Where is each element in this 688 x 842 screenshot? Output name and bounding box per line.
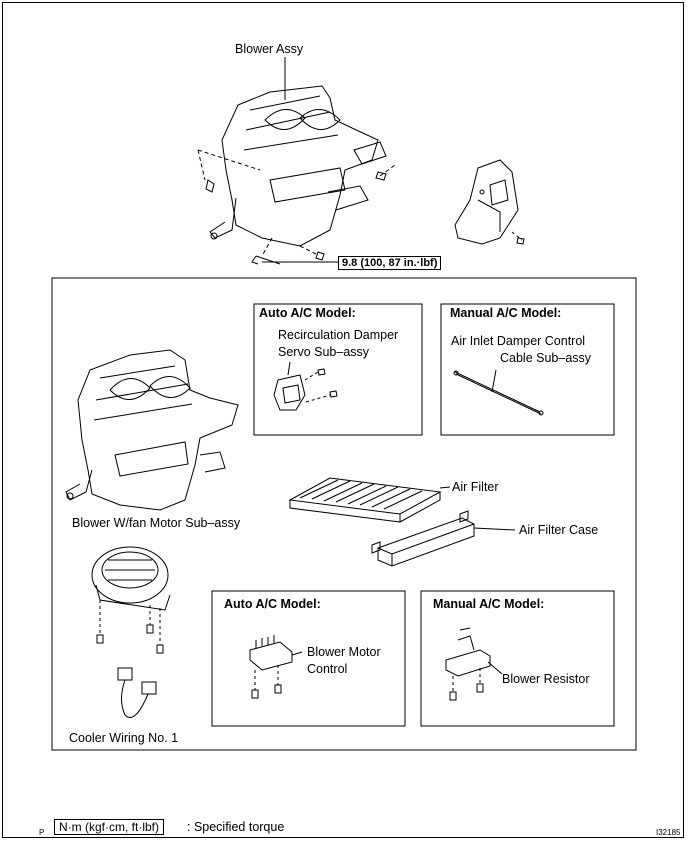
blower-assy-label: Blower Assy [235,42,304,56]
blower-motor-control-label-line2: Control [307,662,348,676]
torque-legend-description: : Specified torque [187,820,285,834]
manual-ac-model-heading-2: Manual A/C Model: [433,597,545,611]
torque-spec-label: 9.8 (100, 87 in.·lbf) [338,256,442,270]
air-filter-drawing [288,477,451,523]
recirc-servo-label-line2: Servo Sub–assy [278,345,370,359]
auto-ac-model-heading-1: Auto A/C Model: [259,306,356,320]
blower-motor-control-drawing [249,635,303,699]
air-filter-case-label: Air Filter Case [519,523,599,537]
torque-legend-box: N·m (kgf·cm, ft·lbf) [54,819,164,835]
servo-drawing [273,361,338,411]
cooler-wiring-drawing [117,667,157,718]
blower-motor-control-label-line1: Blower Motor [307,645,381,659]
blower-unit-drawing [65,349,239,511]
fan-motor-drawing [91,546,171,654]
cooler-wiring-label: Cooler Wiring No. 1 [69,731,179,745]
blower-resistor-drawing [445,627,503,701]
air-inlet-cable-label-line1: Air Inlet Damper Control [451,334,586,348]
air-filter-label: Air Filter [452,480,499,494]
page-code: P [39,828,45,837]
auto-ac-model-heading-2: Auto A/C Model: [224,597,321,611]
cable-drawing [453,369,544,416]
figure-id: I32185 [656,828,681,837]
air-filter-case-drawing [371,510,516,567]
blower-resistor-label: Blower Resistor [502,672,590,686]
air-inlet-cable-label-line2: Cable Sub–assy [500,351,592,365]
duct-bracket-drawing [454,159,525,245]
recirc-servo-label-line1: Recirculation Damper [278,328,399,342]
blower-assy-drawing [197,57,396,265]
manual-ac-model-heading-1: Manual A/C Model: [450,306,562,320]
blower-motor-label: Blower W/fan Motor Sub–assy [72,516,241,530]
